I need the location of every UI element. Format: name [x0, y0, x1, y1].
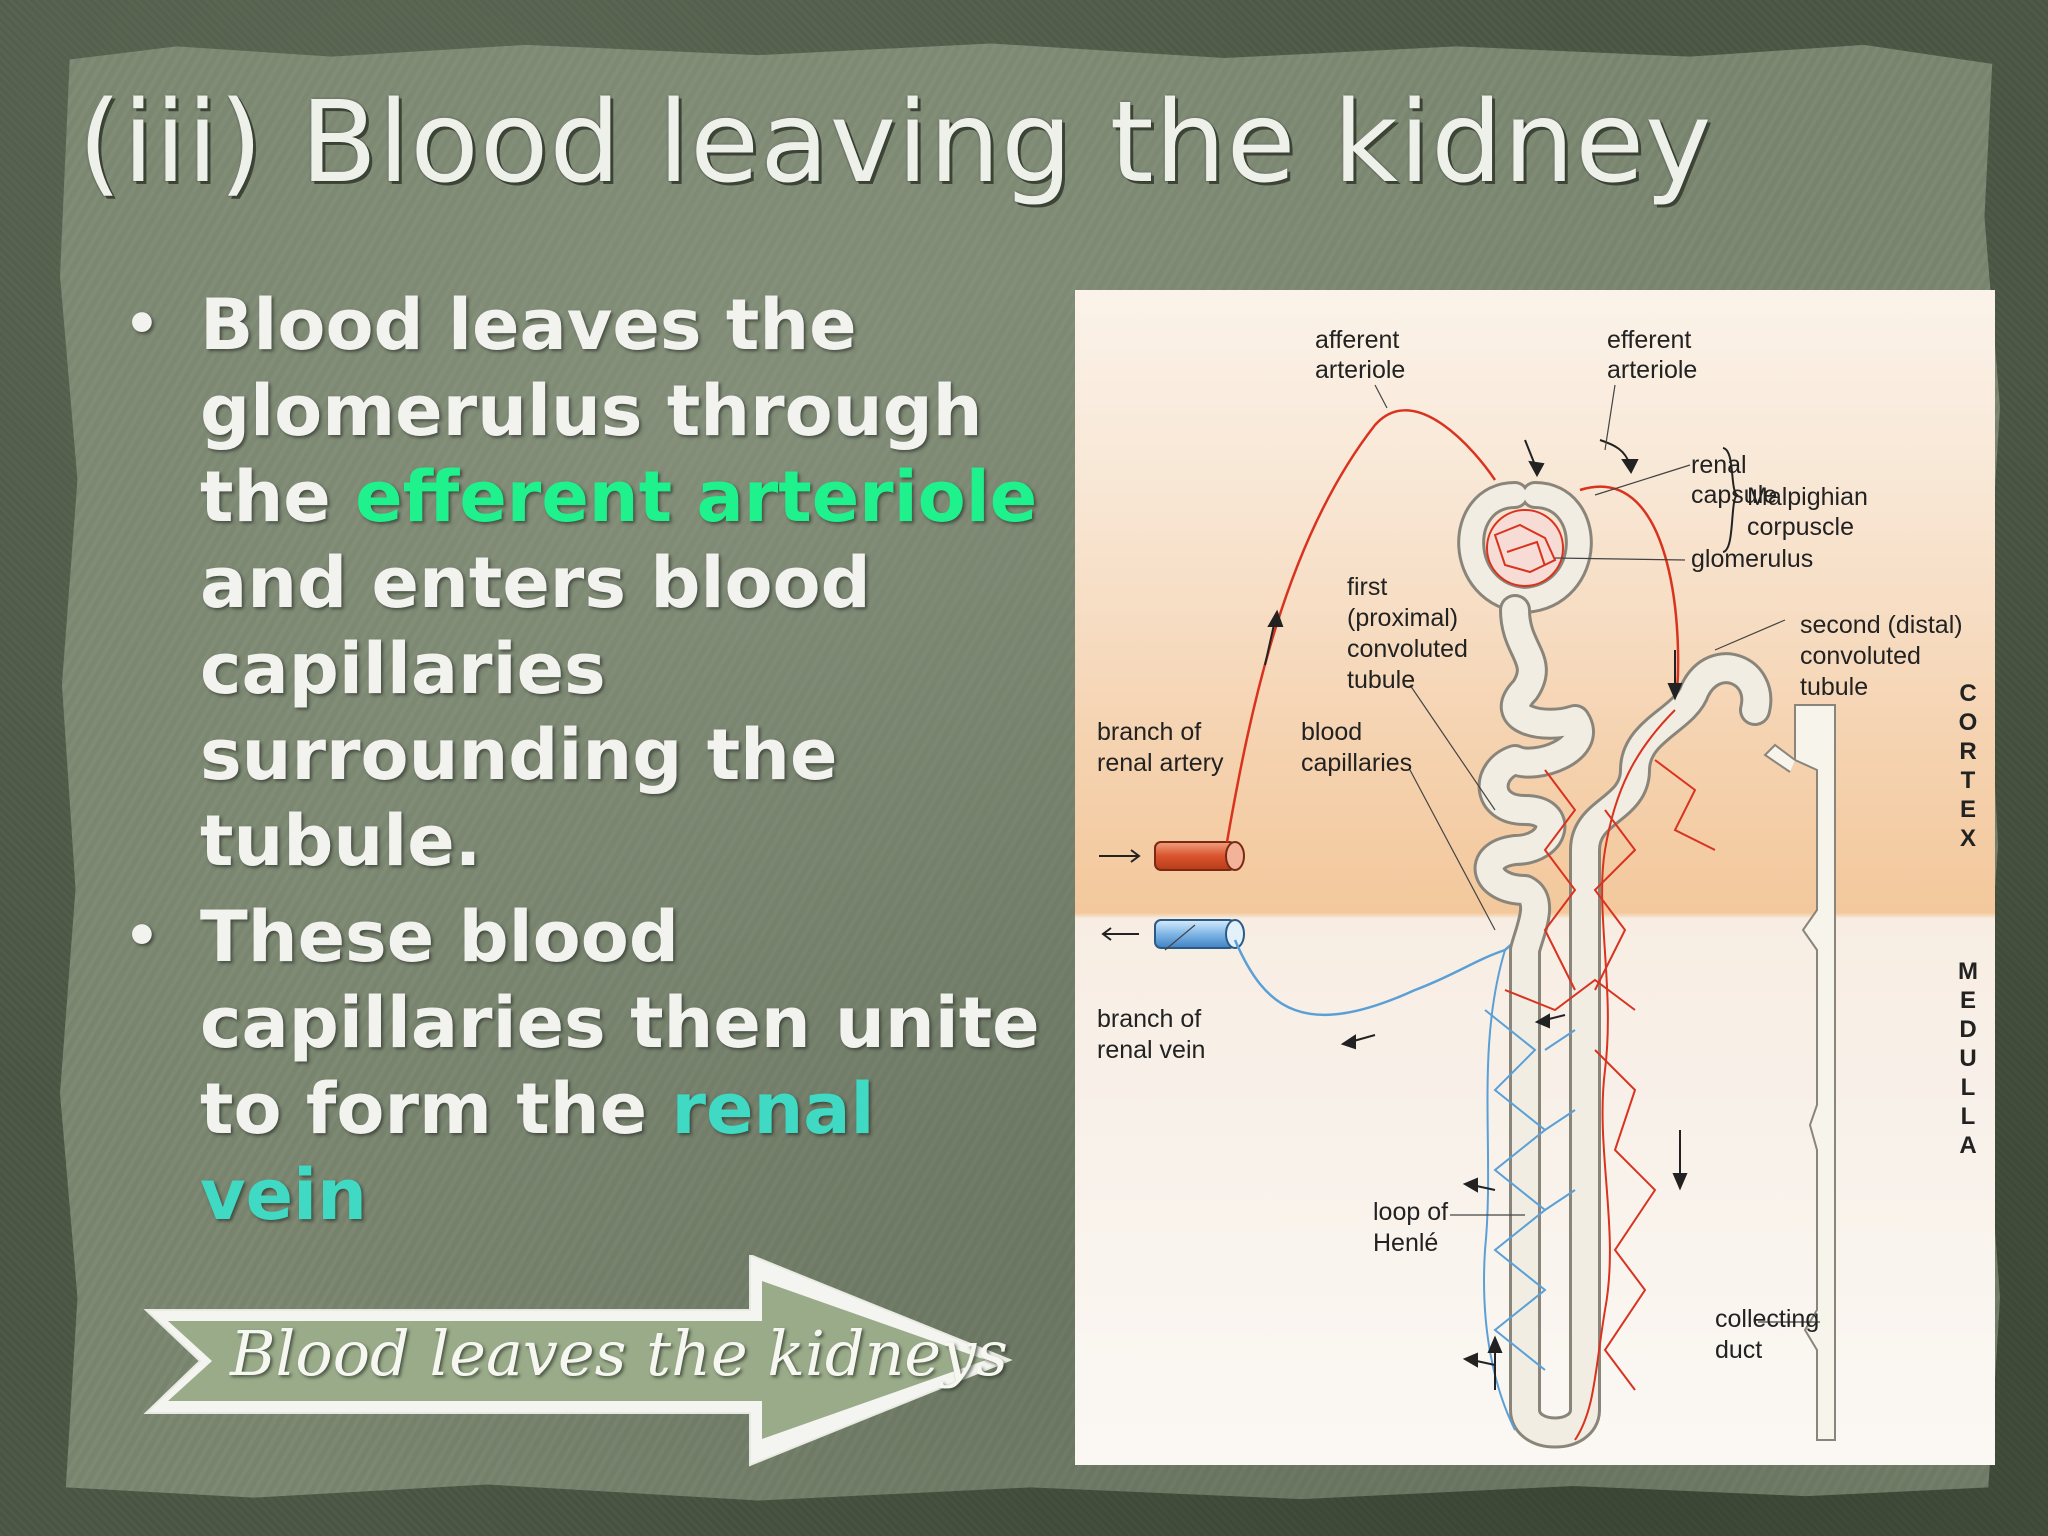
renal-vein-line	[1233, 914, 1546, 1016]
bullet-text-1c: and enters blood capillaries surrounding…	[200, 542, 871, 882]
capillary-network-red	[1504, 709, 1716, 1441]
highlight-efferent-arteriole: efferent arteriole	[355, 456, 1038, 538]
arrow-in-icon	[1099, 849, 1141, 863]
collecting-duct-branch	[1763, 743, 1796, 773]
next-arrow-button[interactable]: Blood leaves the kidneys	[140, 1253, 1020, 1475]
collecting-duct	[1794, 704, 1836, 1441]
bullet-item: • These blood capillaries then unite to …	[120, 894, 1040, 1238]
bullet-text-1a: Blood leaves the glomerulus through the	[200, 284, 983, 538]
capillary-network-blue	[1483, 949, 1576, 1431]
flow-arrows-icon	[1264, 439, 1688, 1390]
bullet-text-2a: These blood capillaries then unite to fo…	[200, 896, 1040, 1150]
renal-vein-branch	[1154, 919, 1245, 949]
label-cortex: CORTEX	[1955, 680, 1982, 854]
slide-title: (iii) Blood leaving the kidney	[78, 78, 1713, 208]
bullet-dot-icon: •	[124, 904, 160, 969]
bracket-icon	[1722, 447, 1739, 553]
arrow-out-icon	[1101, 927, 1139, 941]
label-glomerulus: glomerulus	[1691, 545, 1813, 573]
tubule-shape	[1473, 594, 1773, 1449]
renal-artery-branch	[1154, 841, 1245, 871]
bullet-dot-icon: •	[124, 292, 160, 357]
arrow-shape-icon	[143, 1253, 1013, 1467]
renal-capsule-shape	[1457, 481, 1593, 615]
bullet-item: • Blood leaves the glomerulus through th…	[120, 282, 1040, 884]
afferent-arteriole-line	[1225, 409, 1497, 843]
leader-lines	[1164, 384, 1820, 1323]
highlight-renal-vein: renal vein	[200, 1068, 875, 1236]
arrow-button-label: Blood leaves the kidneys	[230, 1317, 1008, 1390]
label-medulla: MEDULLA	[1955, 958, 1982, 1161]
bullet-list: • Blood leaves the glomerulus through th…	[120, 282, 1040, 1248]
